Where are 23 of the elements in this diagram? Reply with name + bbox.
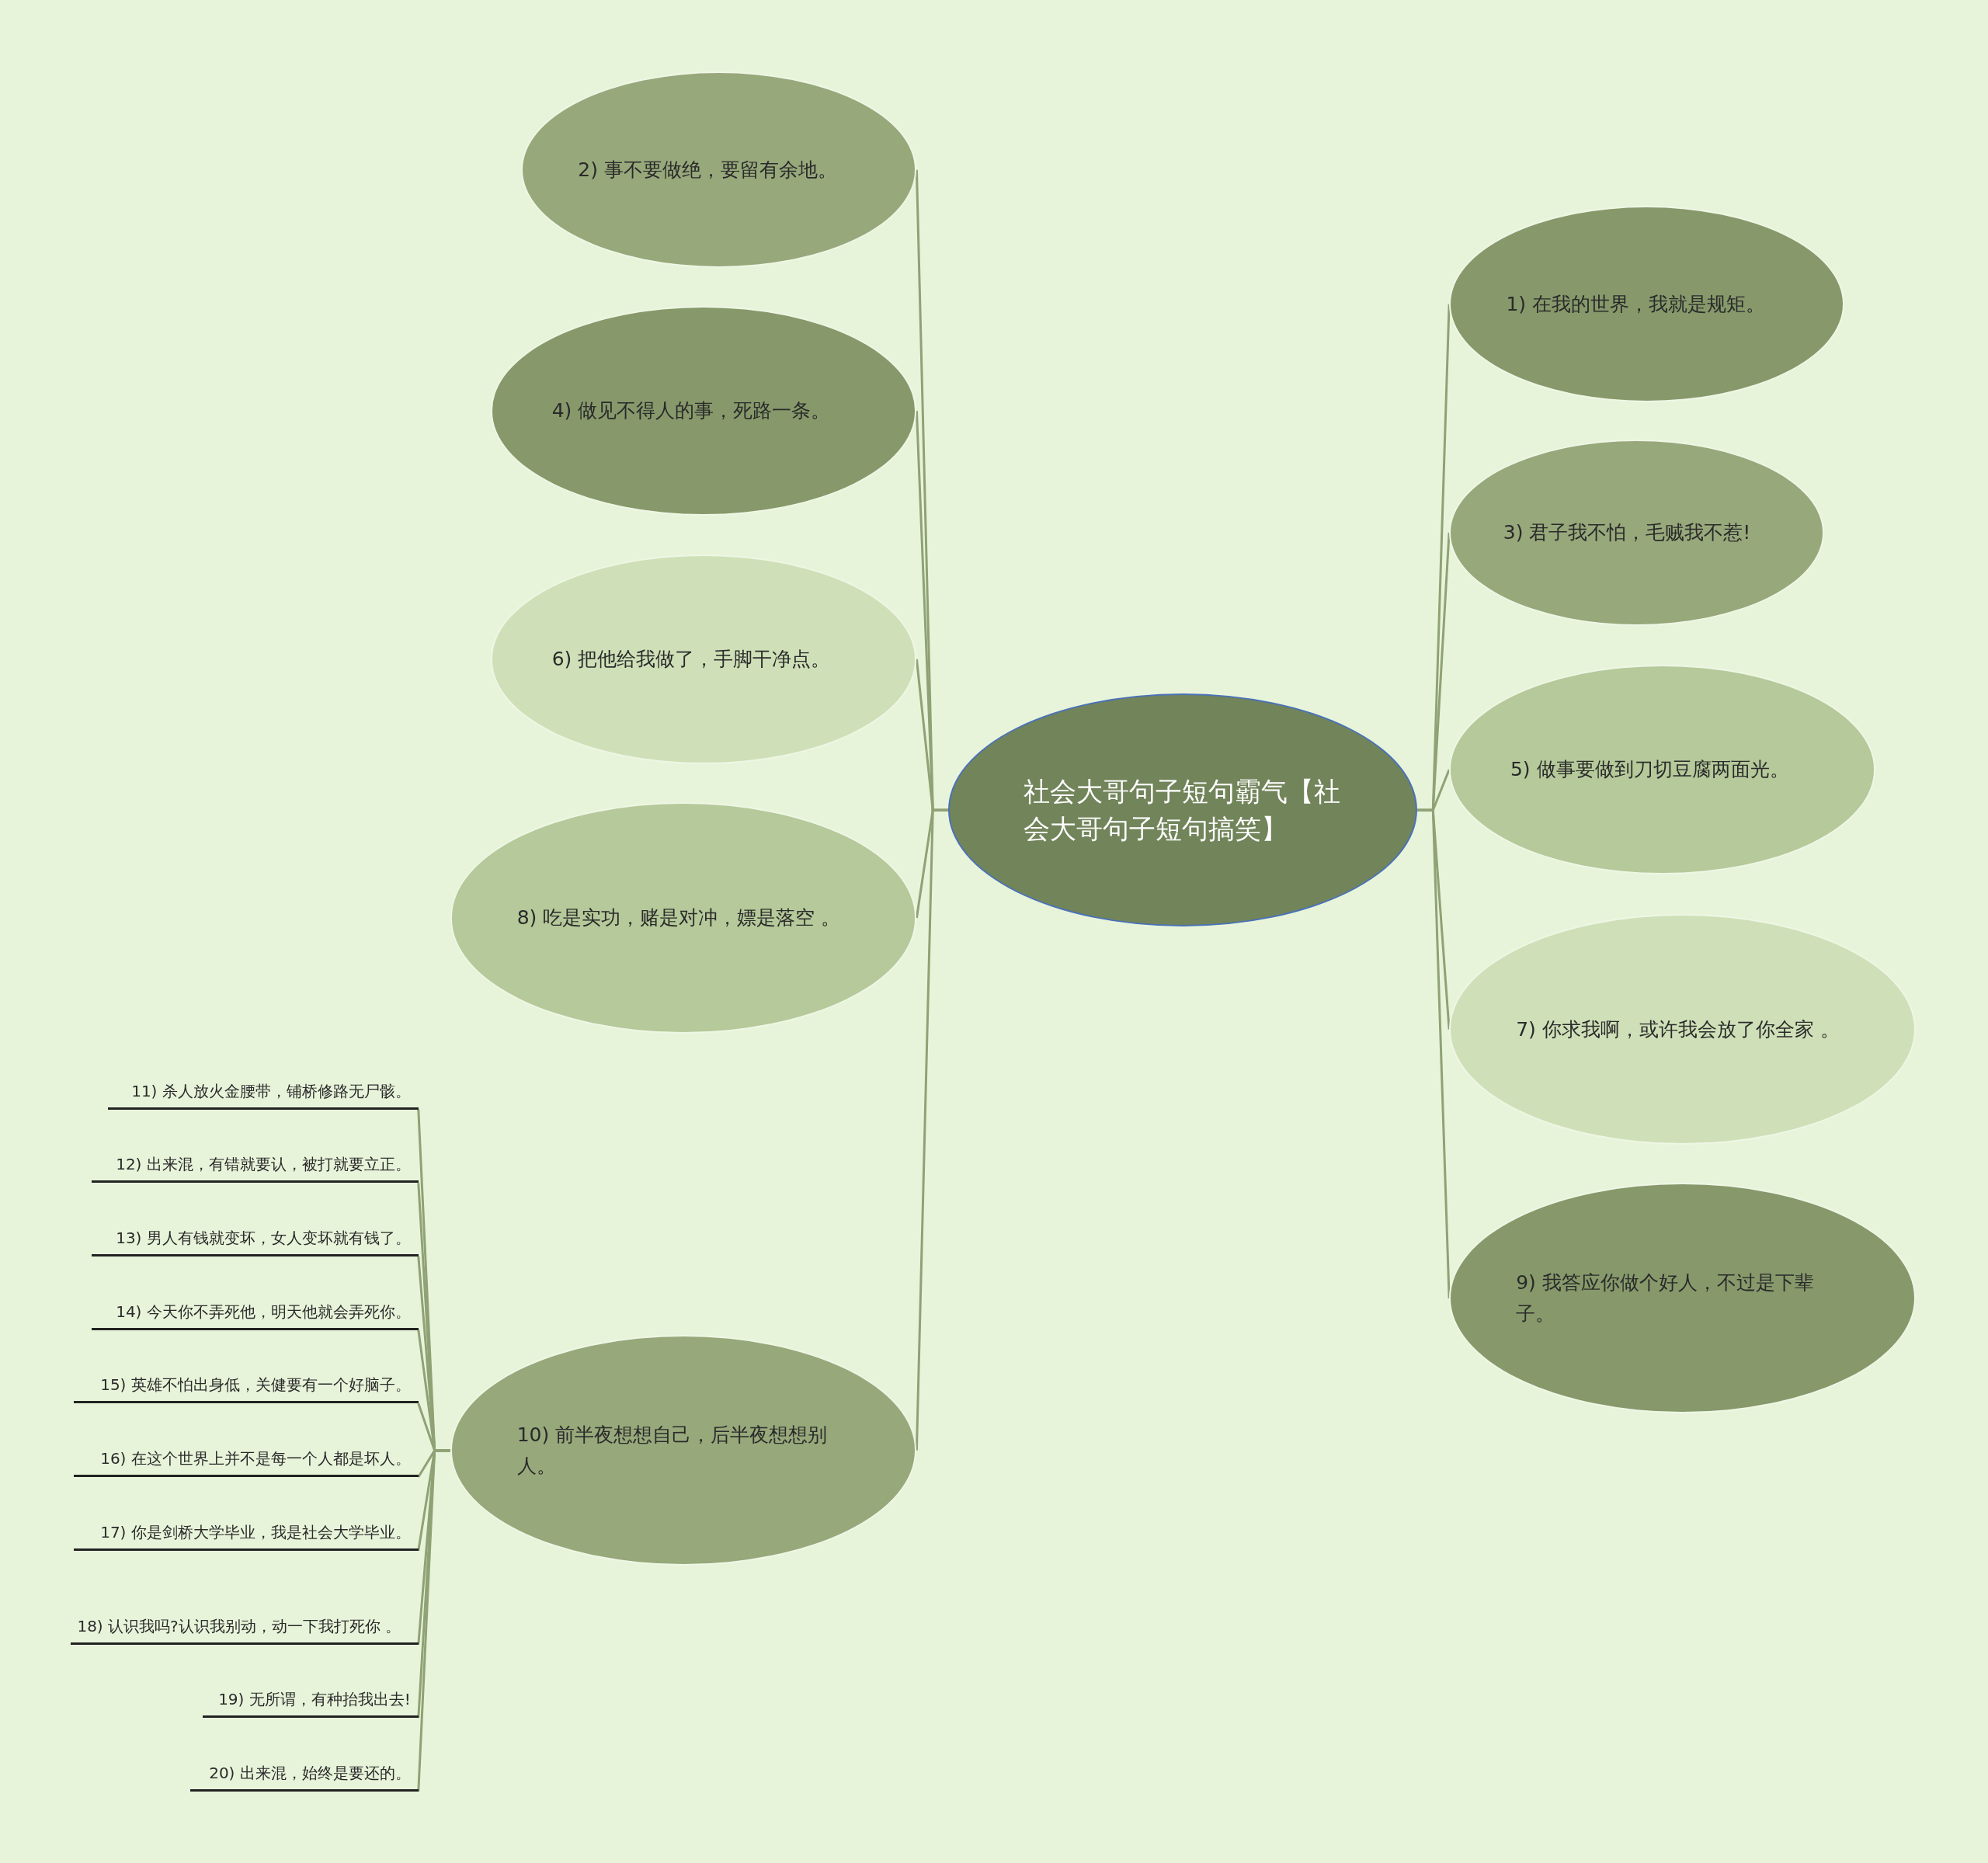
- topic-ellipse: 8) 吃是实功，赌是对冲，嫖是落空 。: [450, 802, 917, 1034]
- topic-ellipse: 2) 事不要做绝，要留有余地。: [521, 71, 917, 269]
- underlined-topic: 14) 今天你不弄死他，明天他就会弄死你。: [91, 1291, 419, 1330]
- topic-ellipse: 3) 君子我不怕，毛贼我不惹!: [1449, 439, 1825, 626]
- underlined-topic: 20) 出来混，始终是要还的。: [189, 1753, 419, 1792]
- connector-line: [417, 1449, 450, 1792]
- topic-ellipse: 9) 我答应你做个好人，不过是下辈子。: [1449, 1183, 1916, 1414]
- topic-ellipse: 10) 前半夜想想自己，后半夜想想别人。: [450, 1335, 917, 1566]
- connector-line: [1417, 808, 1451, 1298]
- topic-ellipse: 6) 把他给我做了，手脚干净点。: [490, 554, 917, 764]
- underlined-topic: 13) 男人有钱就变坏，女人变坏就有钱了。: [91, 1218, 419, 1256]
- underlined-topic: 15) 英雄不怕出身低，关健要有一个好脑子。: [73, 1365, 419, 1404]
- topic-ellipse: 7) 你求我啊，或许我会放了你全家 。: [1449, 914, 1916, 1145]
- underlined-topic: 17) 你是剑桥大学毕业，我是社会大学毕业。: [73, 1512, 419, 1551]
- central-topic-ellipse: 社会大哥句子短句霸气【社会大哥句子短句搞笑】: [948, 693, 1418, 927]
- topic-ellipse: 1) 在我的世界，我就是规矩。: [1449, 206, 1845, 403]
- underlined-topic: 11) 杀人放火金腰带，铺桥修路无尸骸。: [107, 1071, 419, 1110]
- topic-ellipse: 4) 做见不得人的事，死路一条。: [490, 306, 917, 516]
- underlined-topic: 19) 无所谓，有种抬我出去!: [203, 1680, 419, 1719]
- underlined-topic: 18) 认识我吗?认识我别动，动一下我打死你 。: [71, 1578, 419, 1645]
- underlined-topic: 12) 出来混，有错就要认，被打就要立正。: [91, 1145, 419, 1183]
- underlined-topic: 16) 在这个世界上并不是每一个人都是坏人。: [73, 1439, 419, 1477]
- topic-ellipse: 5) 做事要做到刀切豆腐两面光。: [1449, 665, 1875, 874]
